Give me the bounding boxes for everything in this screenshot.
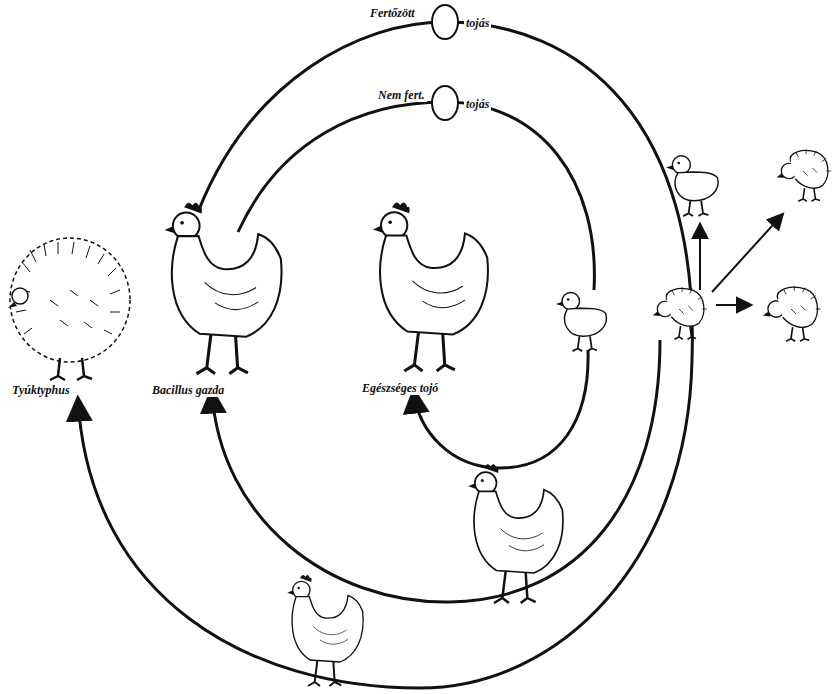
egg-label: tojás [464,97,491,111]
egg-label: Nem fert. [376,88,427,102]
egg-label: Fertőzött [368,6,417,20]
healthy-hen-label: Egészséges tojó [360,381,440,395]
carrier-label: Bacillus gazda [150,383,226,397]
disease-label: Tyúktyphus [10,383,72,397]
egg-label: tojás [464,16,491,30]
